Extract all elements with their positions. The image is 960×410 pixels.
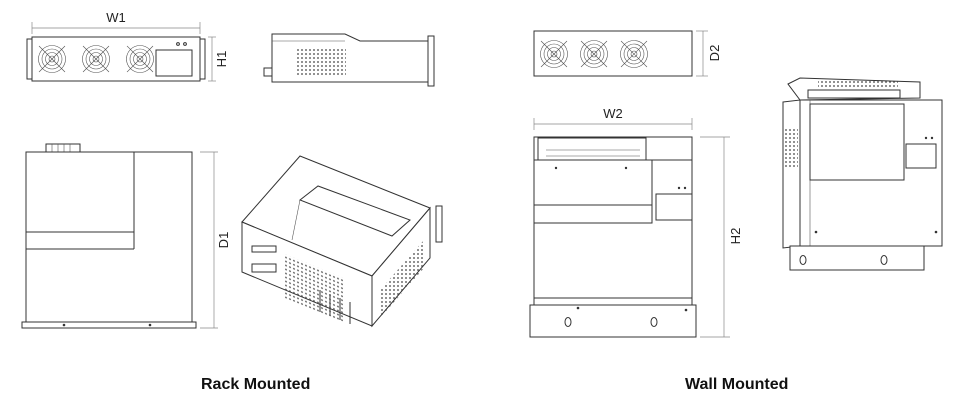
wall-elevation-view: W2 H2	[529, 106, 743, 338]
h2-label: H2	[728, 228, 743, 245]
d2-label: D2	[707, 45, 722, 62]
h1-label: H1	[214, 51, 229, 68]
caption-wall-mounted: Wall Mounted	[685, 376, 789, 393]
caption-rack-mounted: Rack Mounted	[201, 376, 311, 393]
rack-top-view: D1	[21, 143, 231, 329]
w1-label: W1	[106, 10, 126, 25]
wall-isometric-view	[782, 77, 943, 271]
rack-isometric-view	[241, 155, 443, 328]
d1-label: D1	[216, 232, 231, 249]
rack-side-view	[263, 33, 435, 87]
wall-front-view: D2	[533, 30, 722, 77]
rack-front-view: W1 H1	[26, 10, 229, 82]
w2-label: W2	[603, 106, 623, 121]
